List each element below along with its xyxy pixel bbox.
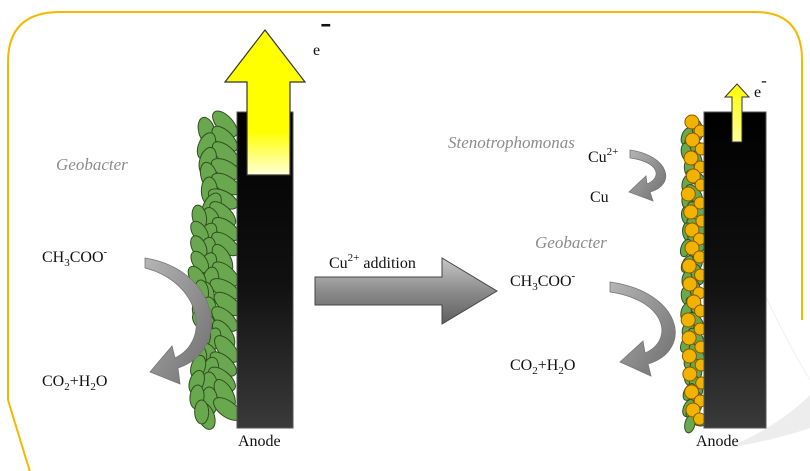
stenotrophomonas-cell xyxy=(685,132,701,148)
left-bacteria-layer xyxy=(187,110,242,430)
geobacter-cell xyxy=(194,399,210,425)
stenotrophomonas-cell xyxy=(680,312,696,328)
right-species-bottom-label: Geobacter xyxy=(535,233,607,252)
copper-addition-label: Cu2+ addition xyxy=(329,252,416,272)
page-curl-shadow xyxy=(728,395,810,448)
right-anode xyxy=(703,111,767,429)
stenotrophomonas-cell xyxy=(684,384,700,400)
left-anode-label: Anode xyxy=(238,433,281,450)
diagram-frame xyxy=(7,11,803,471)
left-conversion-arrow xyxy=(144,257,212,385)
left-substrate-label: CH3COO- xyxy=(42,246,108,269)
stenotrophomonas-cell xyxy=(681,330,697,346)
right-metal-label: Cu xyxy=(590,189,609,206)
electron-label-left: e- xyxy=(313,4,331,59)
stenotrophomonas-cell xyxy=(683,204,699,220)
stenotrophomonas-cell xyxy=(684,222,700,238)
left-product-label: CO2+H2O xyxy=(42,373,107,393)
stenotrophomonas-cell xyxy=(682,366,698,382)
right-bacteria-layer xyxy=(679,114,709,434)
electron-label-right: e- xyxy=(754,71,767,101)
stenotrophomonas-cell xyxy=(682,276,698,292)
copper-addition-arrow xyxy=(314,257,498,325)
right-conversion-arrow xyxy=(609,281,676,377)
stenotrophomonas-cell xyxy=(680,186,696,202)
right-product-label: CO2+H2O xyxy=(510,357,575,377)
electron-flow-arrow-small xyxy=(723,83,751,143)
stenotrophomonas-cell xyxy=(685,168,701,184)
stenotrophomonas-cell xyxy=(684,114,700,130)
stenotrophomonas-cell xyxy=(683,150,699,166)
stenotrophomonas-cell xyxy=(684,240,700,256)
stenotrophomonas-cell xyxy=(681,258,697,274)
left-species-label: Geobacter xyxy=(56,155,128,174)
right-anode-label: Anode xyxy=(696,433,739,450)
stenotrophomonas-cell xyxy=(681,348,697,364)
copper-reduction-arrow xyxy=(628,149,667,202)
electron-flow-arrow-large xyxy=(223,29,307,176)
right-ion-label: Cu2+ xyxy=(588,146,618,166)
right-species-top-label: Stenotrophomonas xyxy=(448,133,575,152)
right-substrate-label: CH3COO- xyxy=(510,270,576,293)
